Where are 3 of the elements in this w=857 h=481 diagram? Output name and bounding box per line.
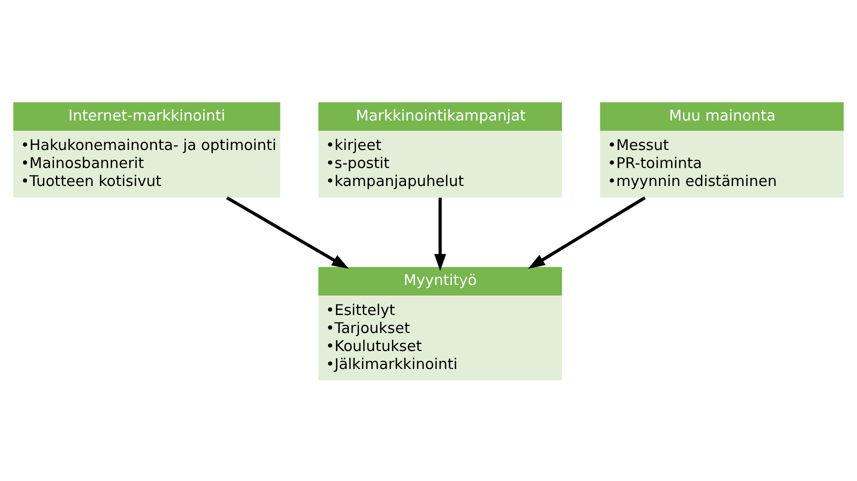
arrow [226, 196, 349, 268]
arrow [434, 197, 446, 271]
arrow [528, 196, 646, 268]
